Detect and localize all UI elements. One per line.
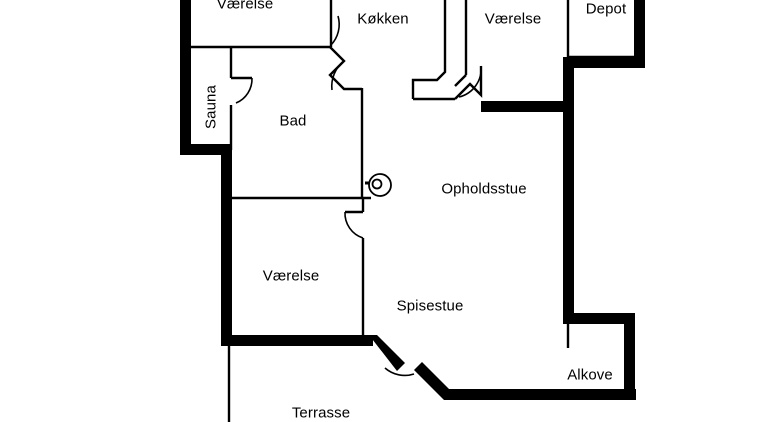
room-label-spisestue: Spisestue — [396, 297, 464, 315]
wall-exterior-right-depot — [634, 0, 645, 68]
room-label-terrasse: Terrasse — [291, 404, 351, 422]
wall-bad-kokken-zigzag — [328, 46, 362, 91]
wall-depot-bottom-thick — [563, 57, 645, 68]
wall-opholdsstue-east — [563, 57, 574, 324]
room-label-sauna: Sauna — [202, 85, 220, 129]
room-label-vaerelse-top-left: Værelse — [216, 0, 274, 13]
room-label-vaerelse-lower-left: Værelse — [262, 267, 320, 285]
door-swings — [235, 15, 482, 377]
door-sauna-arc — [235, 77, 253, 104]
room-label-alkove: Alkove — [567, 366, 613, 384]
fixtures — [365, 173, 392, 197]
wall-exterior-right-alkove — [624, 313, 635, 400]
wall-exterior-bottom-left — [221, 335, 373, 346]
wall-diagonal-upper — [369, 335, 405, 371]
door-kokken-top-arc — [330, 15, 340, 46]
wall-vaerelse-right-bottom — [481, 101, 568, 112]
room-label-kokken: Køkken — [357, 10, 409, 28]
wall-diagonal-lower — [414, 362, 452, 400]
door-kokken-bad-arc — [330, 60, 345, 91]
room-label-opholdsstue: Opholdsstue — [441, 180, 527, 198]
wall-vaerelse-right-zigzag — [454, 66, 483, 100]
door-vaerelse-lower-arc — [344, 211, 364, 239]
sink-fixture-inner-icon — [371, 178, 383, 190]
wall-exterior-left — [180, 0, 191, 155]
wall-alkove-top — [563, 313, 635, 324]
wall-bay-window-left — [411, 0, 447, 99]
room-label-depot: Depot — [585, 0, 627, 18]
wall-exterior-bottom-right — [444, 389, 636, 400]
room-label-bad: Bad — [279, 112, 307, 130]
wall-vaerelse-right-angle — [454, 74, 467, 87]
sink-fixture-outer-icon — [368, 173, 392, 197]
room-label-vaerelse-top-right: Værelse — [484, 10, 542, 28]
door-vaerelse-right-arc — [458, 65, 482, 98]
wall-exterior-left-jog — [180, 144, 232, 155]
door-terrasse-arc — [384, 367, 415, 377]
wall-exterior-left-lower — [221, 144, 232, 346]
exterior-walls — [180, 0, 645, 400]
